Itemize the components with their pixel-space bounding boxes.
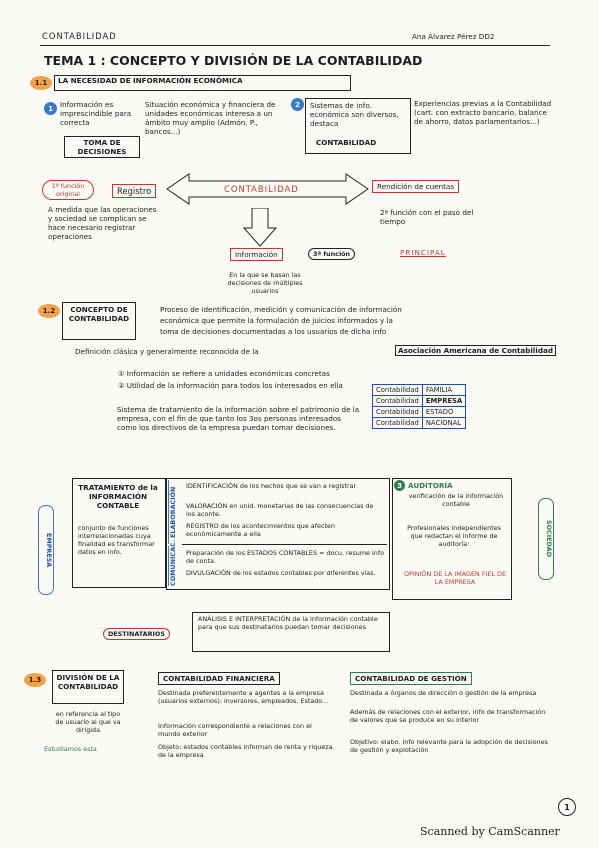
- point-2-text: Sistemas de info. económica son diversos…: [310, 101, 399, 128]
- section-number-1-3: 1.3: [24, 673, 46, 687]
- analisis-box: [192, 612, 390, 652]
- definition-line-b: económica que permite la formulación de …: [160, 316, 393, 325]
- rendicion-box: Rendición de cuentas: [372, 180, 460, 193]
- definition-line-a: Proceso de identificación, medición y co…: [160, 305, 402, 314]
- financiera-title: CONTABILIDAD FINANCIERA: [158, 672, 280, 685]
- functions-divider: [182, 544, 387, 545]
- principal-label: PRINCIPAL: [400, 248, 446, 257]
- division-ref: en referencia al tipo de usuario al que …: [55, 710, 121, 734]
- gestion-point-1: Destinada a órganos de dirección o gesti…: [350, 689, 537, 697]
- informacion-box: Información: [230, 248, 283, 261]
- auditoria-body: verificación de la información contable: [408, 492, 504, 508]
- sistema-text: Sistema de tratamiento de la información…: [117, 405, 360, 432]
- tratamiento-title: TRATAMIENTO de la INFORMACIÓN CONTABLE: [78, 483, 158, 510]
- concept-point-1: ① Información se refiere a unidades econ…: [118, 369, 330, 378]
- financiera-point-2: Información correspondiente a relaciones…: [158, 722, 312, 738]
- point-1-badge: 1: [44, 102, 57, 115]
- section-number-1-1: 1.1: [30, 76, 52, 90]
- point-1-text: Información es imprescindible para corre…: [60, 100, 132, 127]
- auditoria-opinion: OPINIÓN DE LA IMAGEN FIEL DE LA EMPRESA: [404, 570, 506, 586]
- third-function-badge: 3ª función: [308, 248, 356, 260]
- concept-point-2: ② Utilidad de la información para todos …: [118, 381, 343, 390]
- auditoria-box: [392, 478, 512, 600]
- gestion-point-3: Objetivo: elabo. info relevante para la …: [350, 738, 548, 754]
- estudiamos-note: Estudiamos esta: [44, 745, 97, 753]
- gestion-title: CONTABILIDAD DE GESTIÓN: [350, 672, 472, 685]
- page-number: 1: [558, 798, 576, 816]
- basen-text: En la que se basan las decisiones de múl…: [227, 271, 303, 295]
- point-2-badge: 2: [291, 98, 304, 111]
- auditoria-body-2: Profesionales independientes que redacta…: [407, 524, 501, 548]
- point-2-box: [305, 98, 411, 154]
- author-label: Ana Álvarez Pérez DD2: [412, 32, 495, 41]
- section-title-1-1: LA NECESIDAD DE INFORMACIÓN ECONÓMICA: [54, 75, 351, 91]
- auditoria-title: AUDITORÍA: [408, 481, 453, 490]
- point-2-detail: Experiencias previas a la Contabilidad (…: [414, 99, 552, 126]
- functions-box: [166, 478, 390, 590]
- classic-definition-text: Definición clásica y generalmente recono…: [75, 347, 259, 356]
- gestion-point-2: Además de relaciones con el exterior, in…: [350, 708, 546, 724]
- down-arrow-svg: [242, 208, 278, 247]
- aaa-label: Asociación Americana de Contabilidad: [395, 345, 556, 356]
- empresa-tag: EMPRESA: [38, 505, 54, 595]
- section-title-1-3: DIVISIÓN DE LA CONTABILIDAD: [52, 670, 124, 704]
- point-2-contabilidad: CONTABILIDAD: [316, 138, 377, 147]
- down-arrow-shape: [242, 208, 278, 247]
- tratamiento-box: [72, 478, 166, 588]
- section-title-1-2: CONCEPTO DE CONTABILIDAD: [62, 302, 136, 340]
- medida-text: A medida que las operaciones y sociedad …: [48, 205, 157, 241]
- elaboracion-tag: ELABORACIÓN: [168, 480, 181, 544]
- comunicacion-tag: COMUNICAC.: [168, 540, 181, 586]
- elab-valoracion: VALORACIÓN en unid. monetarias de las co…: [186, 502, 374, 518]
- financiera-point-1: Destinada preferentemente a agentes a la…: [158, 689, 329, 705]
- center-arrow-svg: [166, 173, 369, 205]
- center-contabilidad: CONTABILIDAD: [224, 184, 299, 194]
- page-title: TEMA 1 : CONCEPTO Y DIVISIÓN DE LA CONTA…: [44, 53, 423, 68]
- comun-estados: Preparación de los ESTADOS CONTABLES = d…: [186, 549, 385, 565]
- destinatarios-badge: DESTINATARIOS: [103, 628, 170, 640]
- elab-identificacion: IDENTIFICACIÓN de los hechos que se van …: [186, 482, 357, 490]
- comun-divulgacion: DIVULGACIÓN de los estados contables por…: [186, 569, 376, 577]
- tratamiento-body: conjunto de funciones interrelacionadas …: [78, 524, 155, 556]
- analisis-text: ANÁLISIS E INTERPRETACIÓN de la informac…: [198, 615, 378, 631]
- point-1-decisions: TOMA DE DECISIONES: [64, 136, 140, 158]
- subject-label: CONTABILIDAD: [42, 31, 117, 41]
- registro-box: Registro: [112, 184, 157, 198]
- financiera-point-3: Objeto: estados contables informan de re…: [158, 743, 333, 759]
- double-arrow-shape: [166, 173, 369, 205]
- auditoria-badge: 3: [394, 480, 405, 491]
- scanner-watermark: Scanned by CamScanner: [420, 825, 560, 838]
- header-divider: [40, 45, 550, 46]
- second-function-text: 2ª función con el paso del tiempo: [380, 208, 474, 226]
- first-function-badge: 1ª función original: [42, 180, 94, 200]
- elab-registro: REGISTRO de los acontecimientos que afec…: [186, 522, 335, 538]
- point-1-detail: Situación económica y financiera de unid…: [145, 100, 276, 136]
- definition-line-c: toma de decisiones documentadas a los us…: [160, 327, 387, 336]
- section-number-1-2: 1.2: [38, 304, 60, 318]
- sociedad-tag: SOCIEDAD: [538, 498, 554, 580]
